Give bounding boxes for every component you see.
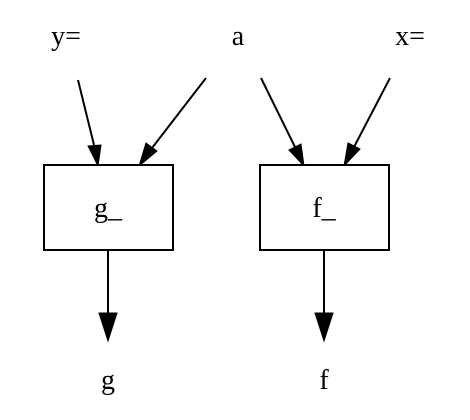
input-label-y: y= [51,21,81,52]
function-node-g: g_ [43,164,174,251]
function-box-g [43,164,174,251]
edge-x-to-f [343,77,391,168]
function-label-f: f_ [312,193,336,224]
edge-f-func-to-f [314,250,334,343]
function-box-f [259,164,390,251]
input-label-a: a [232,21,245,52]
output-label-f: f [319,365,329,396]
edge-y-to-g [77,79,102,168]
output-label-g: g [101,365,115,396]
input-label-x: x= [395,21,425,52]
function-label-g: g_ [94,193,123,224]
edge-a-to-f [260,77,305,168]
function-node-f: f_ [259,164,390,251]
edge-g-func-to-g [98,250,118,343]
edge-a-to-g [138,77,207,168]
